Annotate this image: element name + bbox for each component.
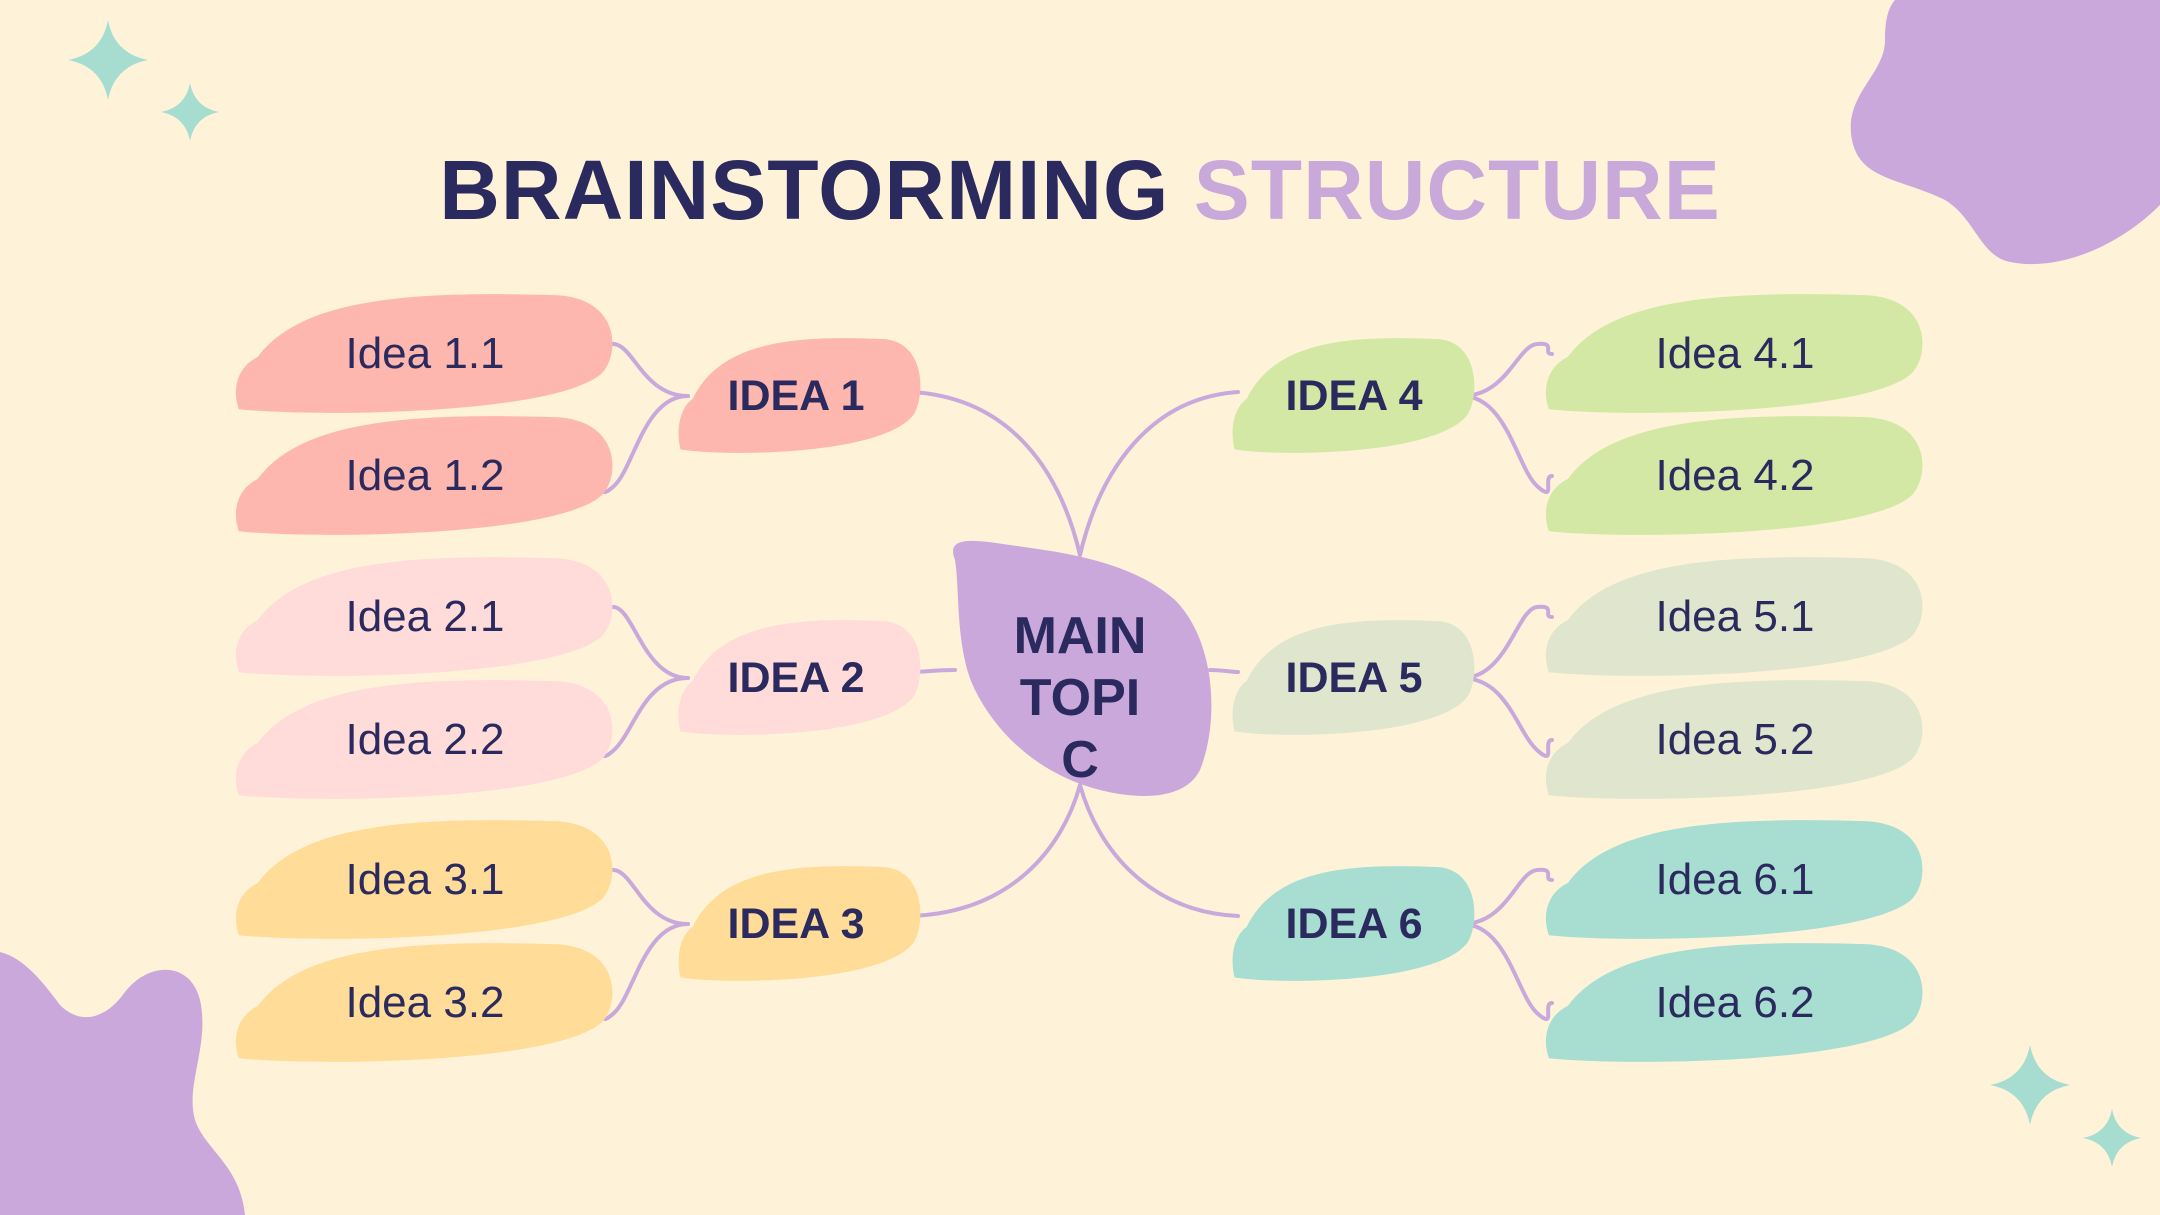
sub-idea-label: Idea 4.2 — [1655, 451, 1815, 500]
idea-node-label: IDEA 2 — [727, 653, 865, 702]
sub-idea-shape — [1545, 820, 1923, 939]
main-topic-line: MAIN — [1013, 607, 1147, 665]
sub-idea-label: Idea 6.1 — [1655, 855, 1815, 904]
connector-line — [598, 341, 690, 398]
sub-idea-shape — [1545, 416, 1923, 535]
sub-idea-shape — [235, 557, 613, 676]
idea-node-label: IDEA 4 — [1285, 371, 1423, 420]
sub-idea-shape — [1545, 943, 1923, 1062]
idea-node-shape — [678, 866, 921, 981]
title-part-dark: BRAINSTORMING — [439, 143, 1170, 237]
sub-idea-label: Idea 1.1 — [345, 329, 505, 378]
sub-idea-label: Idea 1.2 — [345, 451, 505, 500]
sub-idea-shape — [1545, 557, 1923, 676]
sub-idea-shape — [1545, 680, 1923, 799]
idea-node-shape — [678, 338, 921, 453]
connector-line — [598, 922, 690, 1021]
connector-line — [598, 394, 690, 494]
connector-line — [910, 390, 1082, 557]
sub-idea-label: Idea 5.1 — [1655, 592, 1815, 641]
connector-line — [1460, 604, 1554, 680]
main-topic-line: TOPI — [1019, 669, 1141, 727]
sub-idea-label: Idea 2.2 — [345, 715, 505, 764]
connector-line — [1460, 676, 1554, 758]
connector-line — [1078, 783, 1240, 918]
sparkle-icon — [68, 20, 148, 100]
connector-line — [1460, 341, 1554, 398]
sub-idea-label: Idea 5.2 — [1655, 715, 1815, 764]
sub-idea-shape — [235, 820, 613, 939]
page-title: BRAINSTORMING STRUCTURE — [0, 148, 2160, 232]
main-topic-line: C — [1061, 731, 1099, 789]
connector-line — [598, 867, 690, 926]
sub-idea-label: Idea 6.2 — [1655, 978, 1815, 1027]
idea-node-label: IDEA 1 — [727, 371, 865, 420]
sparkle-icon — [1990, 1045, 2070, 1125]
sparkle-icon — [2083, 1109, 2141, 1167]
sub-idea-shape — [235, 416, 613, 535]
corner-blob-top-right — [1850, 0, 2160, 265]
idea-node-shape — [1232, 866, 1475, 981]
idea-node-shape — [678, 620, 921, 735]
idea-node-label: IDEA 6 — [1285, 899, 1423, 948]
connector-line — [910, 783, 1082, 918]
connector-line — [1460, 394, 1554, 494]
connector-line — [1460, 922, 1554, 1021]
connector-line — [1078, 390, 1240, 557]
idea-node-label: IDEA 5 — [1285, 653, 1423, 702]
connector-line — [598, 604, 690, 680]
sub-idea-shape — [235, 943, 613, 1062]
main-topic-shape — [953, 540, 1212, 796]
sub-idea-shape — [235, 680, 613, 799]
idea-node-shape — [1232, 620, 1475, 735]
connector-line — [598, 676, 690, 758]
connector-line — [1208, 668, 1240, 674]
title-part-light: STRUCTURE — [1193, 143, 1721, 237]
connector-line — [1460, 867, 1554, 926]
corner-blob-bottom-left — [0, 952, 245, 1215]
idea-node-shape — [1232, 338, 1475, 453]
sub-idea-shape — [235, 294, 613, 413]
sub-idea-label: Idea 3.2 — [345, 978, 505, 1027]
sub-idea-label: Idea 3.1 — [345, 855, 505, 904]
sparkle-icon — [161, 83, 219, 141]
sub-idea-label: Idea 2.1 — [345, 592, 505, 641]
shape-layer — [235, 294, 1923, 1062]
sub-idea-shape — [1545, 294, 1923, 413]
idea-node-label: IDEA 3 — [727, 899, 865, 948]
sub-idea-label: Idea 4.1 — [1655, 329, 1815, 378]
